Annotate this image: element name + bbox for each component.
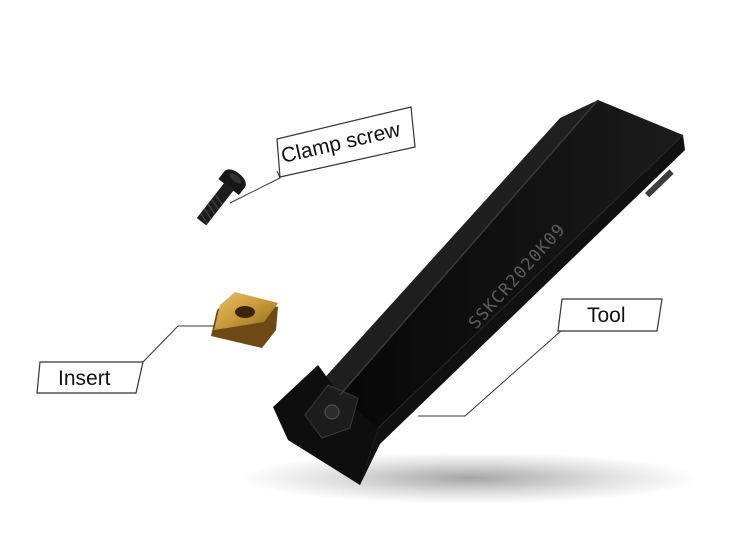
brand-mark — [645, 169, 674, 198]
callout-insert-label: Insert — [58, 367, 111, 390]
callout-tool-box — [557, 298, 663, 332]
callout-insert-box — [36, 361, 144, 394]
insert-hole — [235, 306, 255, 318]
carbide-insert — [211, 292, 278, 348]
pocket-screw-icon — [324, 404, 340, 420]
callout-clamp-screw: Clamp screw — [229, 106, 416, 204]
callout-tool: Tool — [418, 298, 663, 417]
tool-front-face — [300, 100, 683, 485]
callout-tool-label: Tool — [587, 304, 626, 327]
callout-clamp-screw-box — [276, 106, 416, 178]
clamp-screw — [196, 169, 246, 226]
callout-insert: Insert — [36, 325, 215, 394]
floor-shadow — [240, 452, 700, 504]
